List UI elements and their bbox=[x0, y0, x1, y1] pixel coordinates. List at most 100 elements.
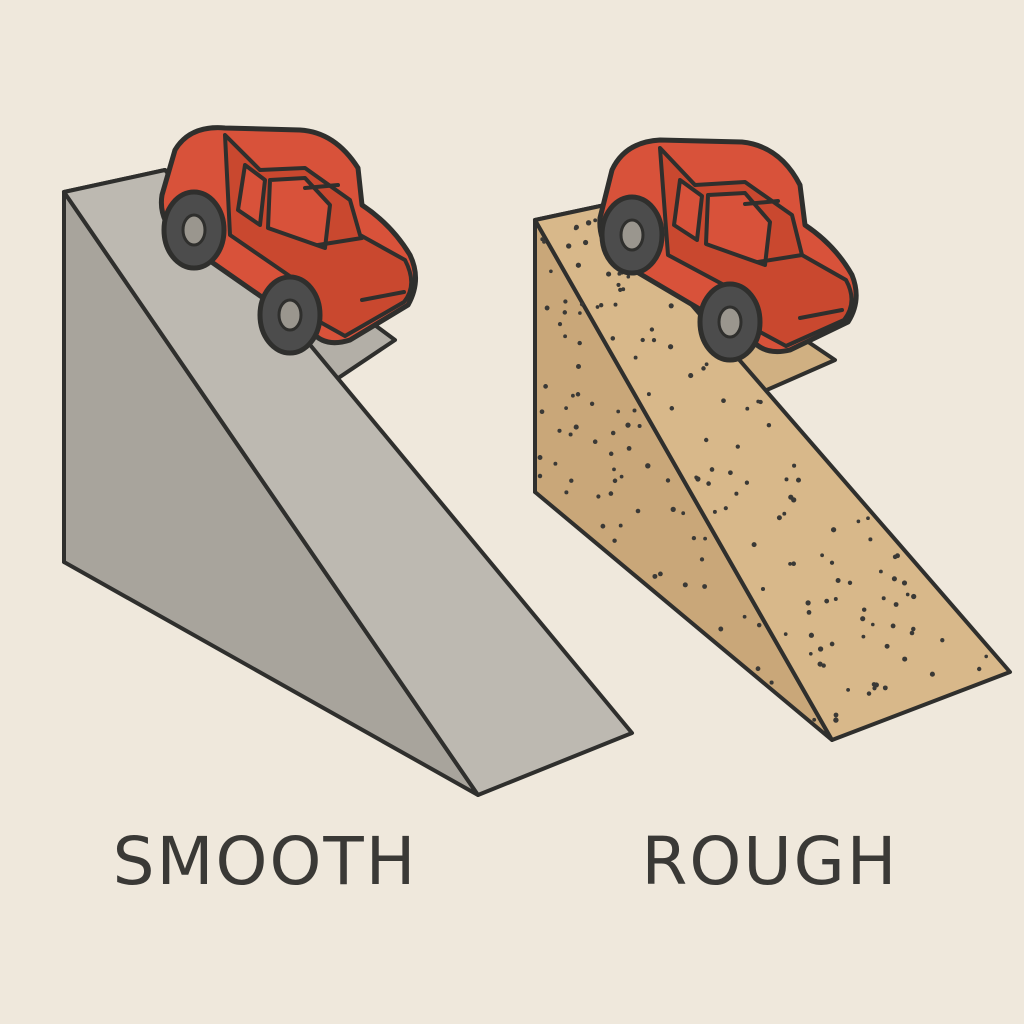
rough-texture-dot bbox=[564, 490, 569, 495]
rough-texture-dot bbox=[564, 406, 568, 410]
rough-texture-dot bbox=[585, 220, 592, 226]
rough-texture-dot bbox=[695, 476, 701, 482]
rough-texture-dot bbox=[878, 569, 883, 574]
rough-texture-dot bbox=[760, 586, 766, 592]
smooth-label: SMOOTH bbox=[113, 823, 418, 900]
rough-texture-dot bbox=[734, 491, 739, 496]
rough-texture-dot bbox=[658, 571, 663, 577]
rough-texture-dot bbox=[608, 451, 614, 457]
rough-texture-dot bbox=[637, 423, 642, 429]
rough-texture-dot bbox=[577, 340, 582, 346]
rough-texture-dot bbox=[861, 607, 867, 612]
rough-texture-dot bbox=[704, 437, 709, 443]
rough-texture-dot bbox=[640, 337, 645, 343]
rough-texture-dot bbox=[806, 610, 812, 615]
rough-texture-dot bbox=[829, 641, 835, 647]
rough-texture-dot bbox=[756, 622, 762, 628]
rough-texture-dot bbox=[699, 557, 705, 562]
rough-texture-dot bbox=[893, 602, 899, 607]
rough-texture-dot bbox=[616, 282, 621, 287]
rough-texture-dot bbox=[911, 593, 917, 600]
rough-texture-dot bbox=[796, 477, 801, 483]
rough-texture-dot bbox=[902, 656, 908, 662]
rough-texture-dot bbox=[668, 303, 674, 309]
rough-car-trim-line bbox=[743, 199, 780, 206]
rough-texture-dot bbox=[728, 470, 733, 476]
rough-texture-dot bbox=[905, 592, 910, 597]
rough-texture-dot bbox=[537, 455, 543, 460]
rough-texture-dot bbox=[791, 561, 796, 566]
rough-texture-dot bbox=[646, 392, 651, 397]
rough-texture-dot bbox=[704, 362, 709, 367]
rough-texture-dot bbox=[812, 717, 817, 722]
rough-texture-dot bbox=[833, 717, 839, 723]
rough-texture-dot bbox=[612, 538, 617, 543]
rough-texture-dot bbox=[846, 688, 850, 692]
rough-texture-dot bbox=[744, 480, 750, 485]
rough-texture-dot bbox=[929, 671, 935, 677]
rough-texture-dot bbox=[977, 666, 982, 672]
rough-texture-dot bbox=[788, 562, 792, 566]
rough-texture-dot bbox=[891, 576, 897, 582]
rough-texture-dot bbox=[890, 623, 896, 629]
rough-texture-dot bbox=[596, 494, 601, 499]
rough-texture-dot bbox=[833, 597, 838, 601]
rough-texture-dot bbox=[599, 303, 604, 308]
rough-texture-dot bbox=[670, 506, 676, 513]
rough-texture-dot bbox=[783, 632, 788, 636]
rough-texture-dot bbox=[860, 616, 866, 622]
rough-car-rear-wheel bbox=[697, 281, 763, 363]
rough-texture-dot bbox=[635, 508, 641, 514]
rough-texture-dot bbox=[824, 598, 830, 604]
rough-car-front-wheel bbox=[599, 194, 665, 276]
rough-texture-dot bbox=[651, 337, 657, 343]
rough-texture-dot bbox=[808, 632, 815, 638]
rough-texture-dot bbox=[618, 523, 623, 528]
rough-texture-dot bbox=[820, 553, 824, 558]
rough-texture-dot bbox=[712, 509, 717, 514]
rough-texture-dot bbox=[742, 614, 747, 619]
rough-texture-dot bbox=[600, 523, 606, 529]
rough-label: ROUGH bbox=[642, 823, 899, 900]
smooth-car-front-wheel bbox=[161, 189, 227, 271]
rough-texture-dot bbox=[829, 560, 835, 565]
rough-texture-dot bbox=[665, 478, 671, 483]
rough-texture-dot bbox=[574, 224, 579, 230]
rough-texture-dot bbox=[861, 634, 866, 639]
rough-texture-dot bbox=[625, 422, 631, 428]
rough-texture-dot bbox=[751, 542, 757, 548]
rough-texture-dot bbox=[723, 506, 728, 511]
rough-texture-dot bbox=[792, 463, 797, 468]
rough-texture-dot bbox=[709, 467, 715, 472]
rough-texture-dot bbox=[718, 626, 724, 632]
rough-texture-dot bbox=[563, 334, 568, 339]
rough-texture-dot bbox=[735, 444, 740, 449]
rough-texture-dot bbox=[901, 580, 908, 586]
rough-texture-dot bbox=[610, 336, 616, 341]
rough-texture-dot bbox=[882, 685, 888, 691]
rough-texture-dot bbox=[721, 398, 726, 404]
rough-texture-dot bbox=[569, 478, 574, 483]
smooth-ramp-slope-face bbox=[62, 168, 634, 797]
rough-texture-dot bbox=[758, 399, 763, 405]
rough-car-trim-line bbox=[798, 308, 844, 320]
rough-texture-dot bbox=[537, 473, 543, 479]
rough-texture-dot bbox=[578, 311, 582, 315]
rough-texture-dot bbox=[557, 428, 562, 433]
rough-texture-dot bbox=[866, 516, 870, 521]
rough-car bbox=[597, 137, 859, 363]
rough-texture-dot bbox=[817, 646, 824, 652]
rough-texture-dot bbox=[652, 573, 658, 579]
rough-texture-dot bbox=[782, 511, 787, 516]
rough-texture-dot bbox=[791, 497, 797, 503]
rough-texture-dot bbox=[909, 630, 915, 636]
rough-texture-dot bbox=[847, 580, 853, 585]
rough-car-rear-window bbox=[704, 191, 772, 267]
rough-texture-dot bbox=[833, 712, 839, 718]
rough-texture-dot bbox=[542, 239, 547, 244]
rough-texture-dot bbox=[702, 584, 708, 589]
rough-texture-dot bbox=[649, 327, 655, 332]
smooth-car-rear-window bbox=[266, 176, 332, 250]
rough-ramp bbox=[533, 203, 1012, 742]
